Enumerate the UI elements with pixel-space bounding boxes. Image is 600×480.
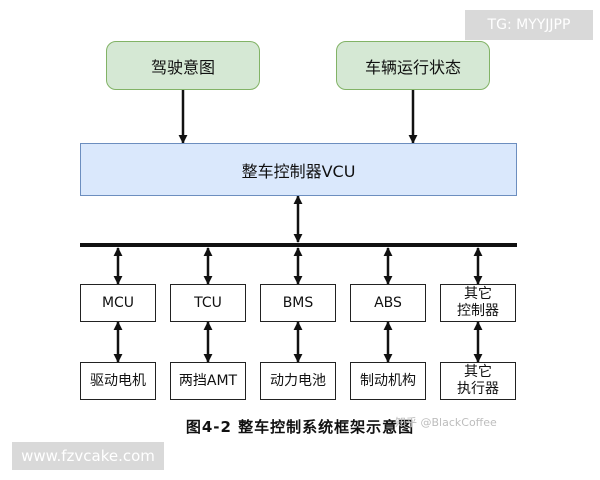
other-actuator-box: 其它 执行器 (440, 362, 516, 400)
other-actuator-label: 其它 执行器 (457, 364, 499, 397)
tcu-box: TCU (170, 284, 246, 322)
vehicle-state-label: 车辆运行状态 (364, 57, 461, 77)
mcu-box: MCU (80, 284, 156, 322)
brake-label: 制动机构 (360, 372, 416, 389)
other-controller-label: 其它 控制器 (457, 286, 499, 319)
amt-box: 两挡AMT (170, 362, 246, 400)
vcu-label: 整车控制器VCU (241, 161, 356, 181)
vehicle-state-box: 车辆运行状态 (336, 41, 490, 90)
abs-box: ABS (350, 284, 426, 322)
battery-label: 动力电池 (270, 372, 326, 389)
brake-box: 制动机构 (350, 362, 426, 400)
tcu-label: TCU (194, 294, 222, 311)
bms-box: BMS (260, 284, 336, 322)
battery-box: 动力电池 (260, 362, 336, 400)
drive-motor-label: 驱动电机 (90, 372, 146, 389)
abs-label: ABS (374, 294, 402, 311)
amt-label: 两挡AMT (178, 372, 238, 389)
vcu-box: 整车控制器VCU (80, 143, 517, 196)
zhihu-watermark: 知乎 @BlackCoffee (395, 416, 497, 429)
drive-motor-box: 驱动电机 (80, 362, 156, 400)
mcu-label: MCU (101, 294, 135, 311)
communication-bus (80, 243, 517, 247)
site-watermark: www.fzvcake.com (12, 442, 164, 470)
bms-label: BMS (282, 294, 314, 311)
other-controller-box: 其它 控制器 (440, 284, 516, 322)
driver-intent-box: 驾驶意图 (106, 41, 260, 90)
driver-intent-label: 驾驶意图 (150, 57, 215, 77)
telegram-watermark: TG: MYYJJPP (465, 10, 593, 40)
figure-caption: 图4-2 整车控制系统框架示意图 (185, 418, 415, 436)
